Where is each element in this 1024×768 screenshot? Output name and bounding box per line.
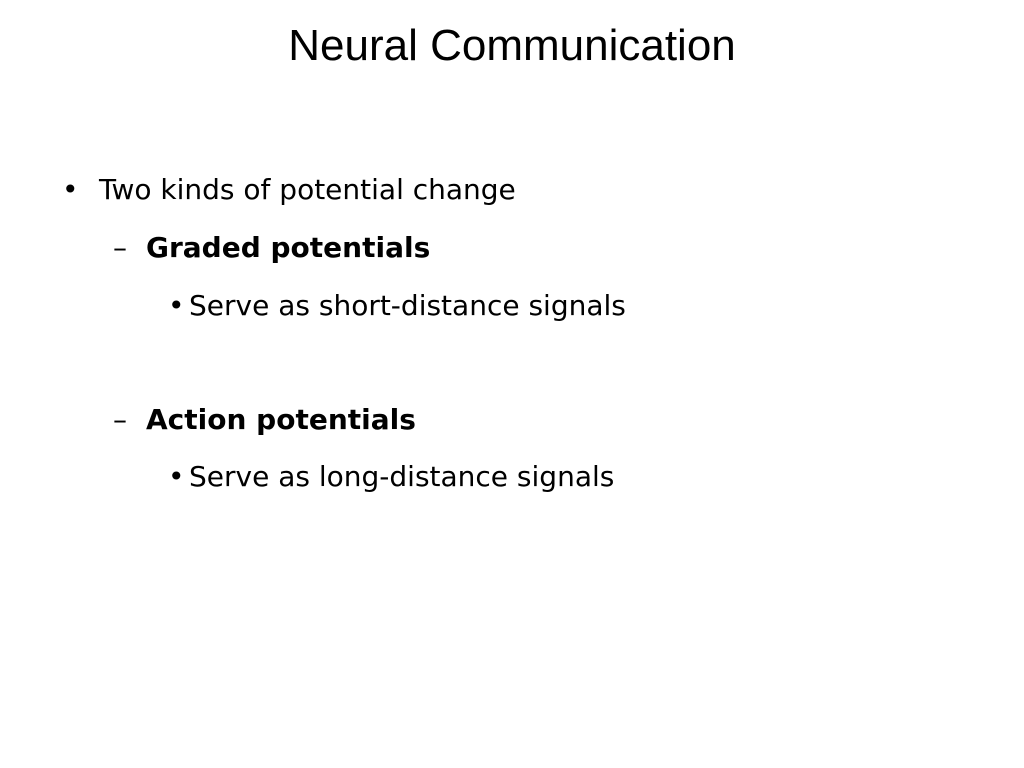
bullet-text-long-distance: Serve as long-distance signals <box>189 460 615 493</box>
dash-marker-graded: – <box>113 231 127 264</box>
bullet-text-level1: Two kinds of potential change <box>99 173 516 206</box>
dash-marker-action: – <box>113 403 127 436</box>
subheading-graded-potentials: Graded potentials <box>146 231 431 264</box>
bullet-marker-long-distance: • <box>168 460 185 493</box>
bullet-marker-level1: • <box>62 173 79 206</box>
bullet-marker-short-distance: • <box>168 289 185 322</box>
slide-title: Neural Communication <box>288 21 736 70</box>
bullet-text-short-distance: Serve as short-distance signals <box>189 289 626 322</box>
subheading-action-potentials: Action potentials <box>146 403 416 436</box>
